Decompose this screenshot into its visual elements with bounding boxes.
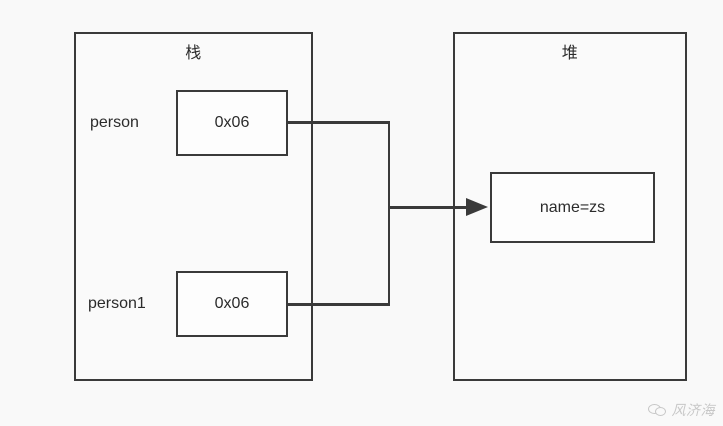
watermark: 风济海 [647, 400, 716, 420]
watermark-text: 风济海 [671, 403, 715, 419]
value-box-person: 0x06 [176, 90, 288, 156]
arrow-head-icon [466, 198, 488, 216]
heap-object-box: name=zs [490, 172, 655, 243]
wechat-icon [647, 403, 667, 418]
heap-region-title: 堆 [561, 43, 579, 62]
value-box-person1: 0x06 [176, 271, 288, 337]
connector-spine [387, 121, 390, 306]
connector-line-person1 [288, 303, 390, 306]
stack-region-title: 栈 [185, 43, 202, 62]
variable-label-person: person [90, 114, 139, 131]
connector-line-person [288, 121, 390, 124]
variable-label-person1: person1 [88, 295, 146, 312]
connector-arrow-shaft [388, 206, 468, 209]
